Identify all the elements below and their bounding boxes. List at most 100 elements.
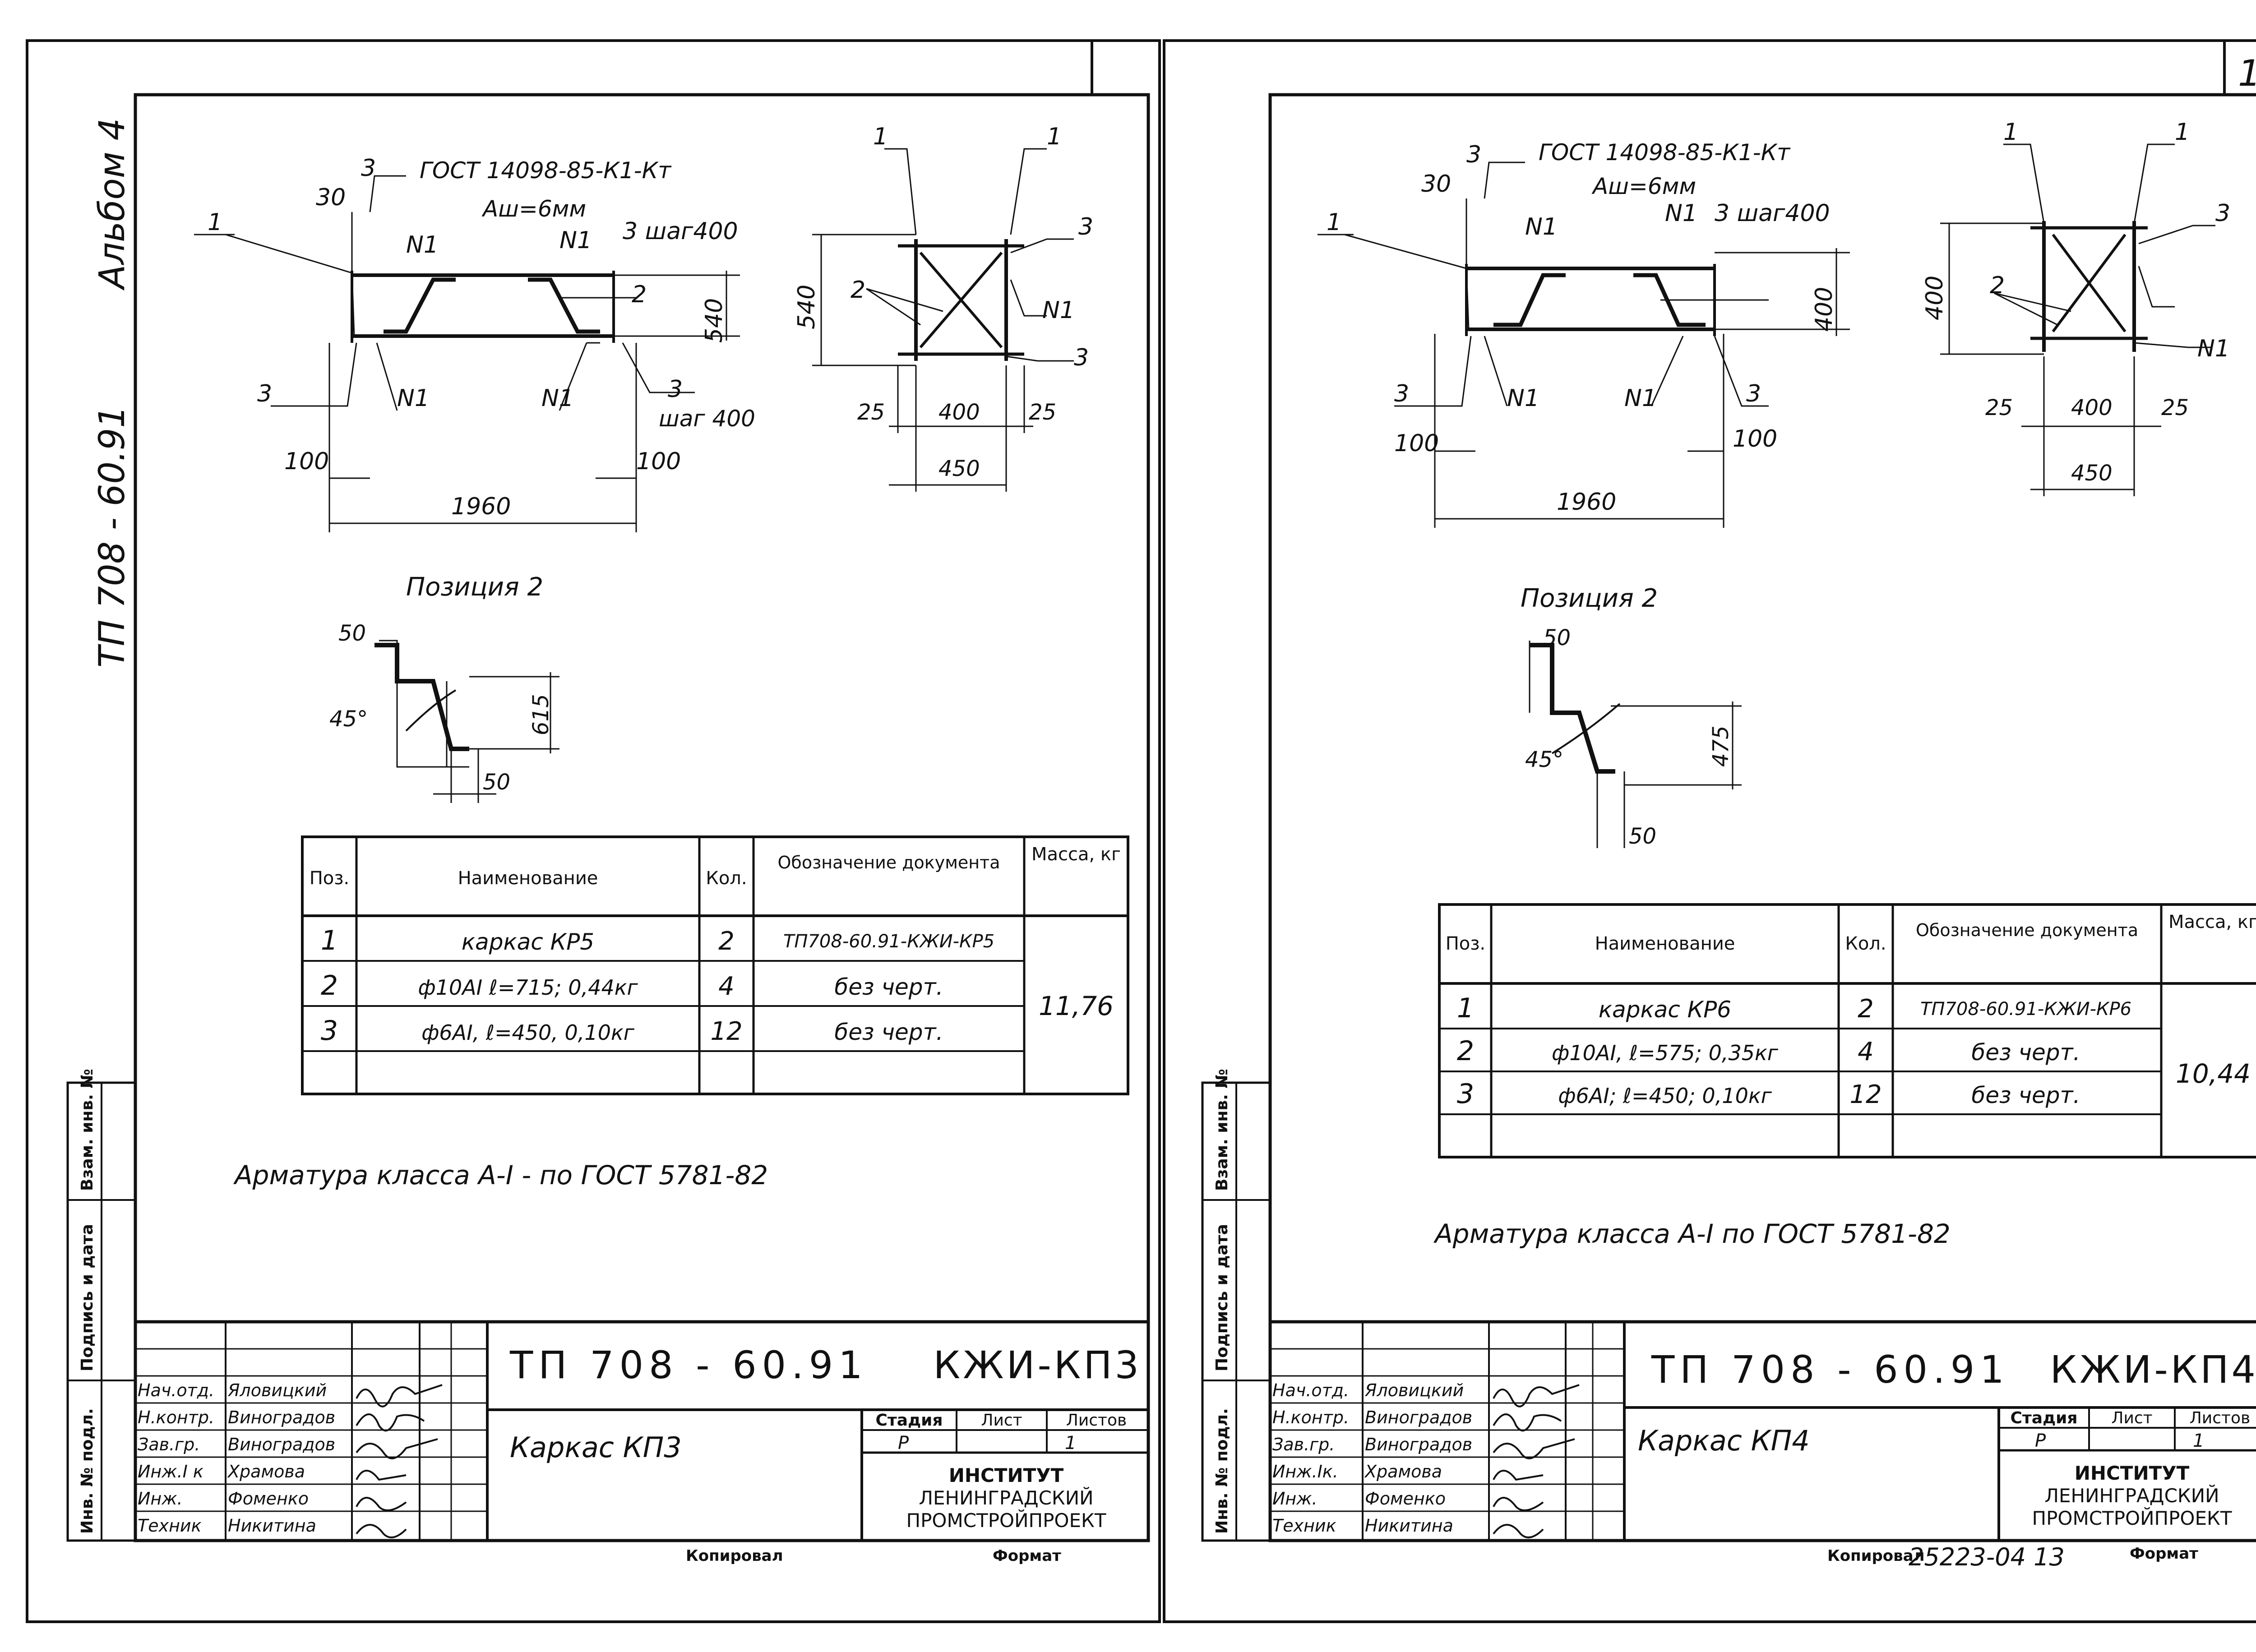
row2-pos: 2 — [1457, 1035, 1474, 1067]
sheets-value: 1 — [1065, 1433, 1076, 1454]
row1-pos: 1 — [321, 925, 338, 956]
sec-label-3b: 3 — [1074, 344, 1089, 371]
bend-angle: 45° — [329, 706, 368, 732]
sec-dim-25b: 25 — [1029, 400, 1056, 425]
row1-doc: ТП708-60.91-КЖИ-КР5 — [783, 931, 994, 952]
row2-pos: 2 — [321, 970, 338, 1001]
name-5: Фоменко — [228, 1489, 309, 1509]
row1-name: каркас КР6 — [1599, 997, 1731, 1023]
bend-dim-50-bottom: 50 — [1629, 824, 1656, 849]
bend-angle: 45° — [1525, 747, 1563, 772]
role-1: Нач.отд. — [138, 1380, 214, 1400]
row1-name: каркас КР5 — [462, 929, 594, 955]
dim-height: 540 — [701, 298, 728, 343]
ash-note: Аш=6мм — [481, 196, 586, 222]
label-signature-date: Подпись и дата — [1213, 1224, 1231, 1371]
sec-dim-height: 400 — [1921, 276, 1948, 320]
role-3: Зав.гр. — [1272, 1435, 1335, 1454]
th-name: Наименование — [1595, 933, 1735, 954]
sec-label-1a: 1 — [873, 123, 888, 150]
row3-qty: 12 — [710, 1017, 742, 1046]
dim-100-left: 100 — [284, 448, 329, 475]
sheets-label: Листов — [2190, 1409, 2250, 1427]
institute-2: ЛЕНИНГРАДСКИЙ — [2044, 1484, 2219, 1507]
stage-value: Р — [898, 1433, 909, 1454]
inner-frame — [1268, 93, 2256, 1542]
label-inv-podl: Инв. № подл. — [78, 1408, 97, 1534]
name-3: Виноградов — [1365, 1435, 1472, 1454]
spec-table: Поз. Наименование Кол. Обозначение докум… — [301, 835, 1129, 1095]
bend-dim-50-top: 50 — [338, 621, 366, 646]
sheet-label: Лист — [981, 1411, 1022, 1430]
role-2: Н.контр. — [1272, 1407, 1349, 1427]
binding-strip: Инв. № подл. Подпись и дата Взам. инв. № — [66, 1069, 137, 1542]
name-1: Яловицкий — [227, 1380, 327, 1400]
row3-pos: 3 — [1457, 1078, 1474, 1110]
sec-label-2: 2 — [1990, 272, 2005, 299]
sheet-right: 12 Инв. № подл. Подпись и дата Взам. инв… — [1163, 39, 2256, 1623]
institute-1: ИНСТИТУТ — [949, 1464, 1064, 1486]
th-qty: Кол. — [1845, 933, 1886, 954]
title-block: Нач.отд. Н.контр. Зав.гр. Инж.Iк. Инж. Т… — [1270, 1320, 2256, 1541]
row1-doc: ТП708-60.91-КЖИ-КР6 — [1920, 999, 2131, 1020]
row2-doc: без черт. — [1971, 1039, 2080, 1066]
label-signature-date: Подпись и дата — [78, 1224, 97, 1371]
rebar-note: Арматура класса А-I - по ГОСТ 5781-82 — [233, 1160, 768, 1191]
sec-label-3a: 3 — [2215, 200, 2230, 227]
dim-100-right: 100 — [1733, 425, 1777, 452]
title-name: Каркас КП3 — [510, 1431, 682, 1464]
label-n1-a: N1 — [406, 231, 439, 258]
name-2: Виноградов — [1365, 1407, 1472, 1427]
bend-dim-50-bottom: 50 — [483, 770, 510, 795]
label-n1-d: N1 — [1624, 385, 1657, 412]
dim-span: 1960 — [451, 493, 511, 520]
label-n1-b: N1 — [559, 227, 592, 254]
position-title: Позиция 2 — [406, 572, 543, 602]
label-n1-b: N1 — [1665, 200, 1697, 227]
spec-table: Поз. Наименование Кол. Обозначение докум… — [1438, 903, 2256, 1158]
role-3: Зав.гр. — [138, 1435, 200, 1454]
institute-2: ЛЕНИНГРАДСКИЙ — [919, 1486, 1093, 1509]
album-label: Альбом 4 — [92, 118, 133, 291]
sec-label-1b: 1 — [2175, 119, 2190, 146]
doc-code: КЖИ-КП4 — [2050, 1347, 2256, 1392]
name-2: Виноградов — [228, 1407, 335, 1427]
th-doc: Обозначение документа — [777, 853, 1000, 872]
gost-note: ГОСТ 14098-85-К1-Кт — [420, 157, 672, 184]
doc-code: КЖИ-КП3 — [933, 1343, 1142, 1387]
mass-value: 10,44 — [2176, 1058, 2251, 1089]
sec-dim-height: 540 — [793, 285, 820, 329]
bend-dim-50-top: 50 — [1543, 625, 1571, 651]
sec-label-n1: N1 — [2197, 335, 2230, 362]
rebar-note: Арматура класса А-I по ГОСТ 5781-82 — [1433, 1218, 1951, 1249]
step-top: 3 шаг400 — [1715, 200, 1830, 227]
sec-label-3a: 3 — [1078, 213, 1093, 240]
sec-dim-400: 400 — [2071, 395, 2113, 420]
row3-doc: без черт. — [1971, 1082, 2080, 1108]
outer-border — [1163, 39, 2256, 1623]
sheet-left: ТП 708 - 60.91 Альбом 4 Инв. № подл. Под… — [26, 39, 1161, 1623]
th-mass: Масса, кг — [1031, 844, 1121, 865]
stage-value: Р — [2035, 1431, 2046, 1451]
th-pos: Поз. — [310, 868, 350, 889]
sec-dim-400: 400 — [938, 400, 980, 425]
th-mass: Масса, кг — [2168, 912, 2256, 932]
dim-30: 30 — [316, 184, 346, 211]
label-pos3-top: 3 — [361, 155, 376, 182]
role-2: Н.контр. — [138, 1407, 214, 1427]
title-code: ТП 708 - 60.91 — [1651, 1347, 2010, 1392]
sec-dim-25a: 25 — [857, 400, 885, 425]
position-title: Позиция 2 — [1521, 584, 1658, 613]
inner-frame — [134, 93, 1150, 1542]
row3-pos: 3 — [321, 1015, 338, 1047]
title-block: Нач.отд. Н.контр. Зав.гр. Инж.I к Инж. Т… — [135, 1320, 1148, 1541]
sec-dim-25a: 25 — [1985, 395, 2013, 420]
dim-height: 400 — [1811, 287, 1838, 332]
label-pos3-right: 3 — [668, 376, 683, 403]
name-4: Храмова — [1364, 1462, 1442, 1481]
name-6: Никитина — [228, 1516, 316, 1536]
frame-elevation: 30 3 ГОСТ 14098-85-К1-Кт Аш=6мм N1 N1 3 … — [1318, 139, 1850, 528]
dim-span: 1960 — [1557, 489, 1616, 516]
bend-dim-height: 615 — [528, 694, 554, 735]
